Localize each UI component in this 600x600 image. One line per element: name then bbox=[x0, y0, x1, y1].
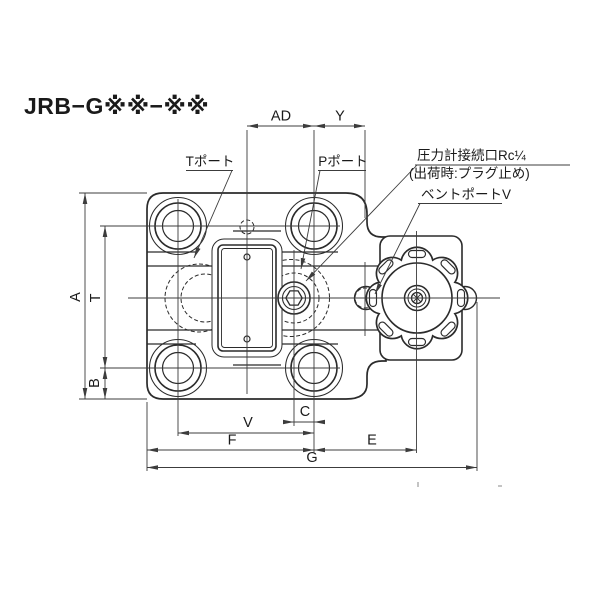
gauge-port-leader bbox=[305, 164, 418, 282]
dim-label-E: E bbox=[367, 433, 377, 449]
dim-label-B: B bbox=[87, 378, 103, 388]
dim-label-T: T bbox=[88, 293, 104, 302]
gauge-port-label: 圧力計接続口Rc¼ bbox=[417, 147, 526, 163]
dimensions: AD Y A T B C V F E G bbox=[68, 109, 477, 470]
drawing-title: JRB−G※※−※※ bbox=[24, 93, 209, 119]
vent-port-label: ベントポートV bbox=[421, 187, 511, 202]
t-port-leader bbox=[193, 170, 233, 259]
print-artifacts bbox=[417, 482, 502, 487]
dim-label-V: V bbox=[243, 415, 253, 431]
casting-edges bbox=[147, 230, 386, 366]
handwheel-grip-slots bbox=[368, 249, 466, 347]
dim-label-AD: AD bbox=[271, 109, 291, 125]
dim-label-A: A bbox=[68, 292, 84, 302]
p-port-label: Pポート bbox=[318, 154, 368, 169]
dim-label-Y: Y bbox=[335, 109, 345, 125]
dim-label-F: F bbox=[228, 433, 237, 449]
gauge-port-note: (出荷時:プラグ止め) bbox=[409, 166, 530, 181]
p-port-leader bbox=[300, 170, 321, 270]
extension-lines bbox=[79, 130, 478, 471]
port-callouts: Tポート Pポート 圧力計接続口Rc¼ (出荷時:プラグ止め) ベントポートV bbox=[186, 147, 570, 295]
dim-label-G: G bbox=[306, 450, 317, 466]
t-port-label: Tポート bbox=[186, 154, 235, 169]
dim-label-C: C bbox=[300, 404, 310, 420]
centerlines bbox=[100, 130, 500, 453]
vent-port-leader bbox=[374, 203, 421, 295]
